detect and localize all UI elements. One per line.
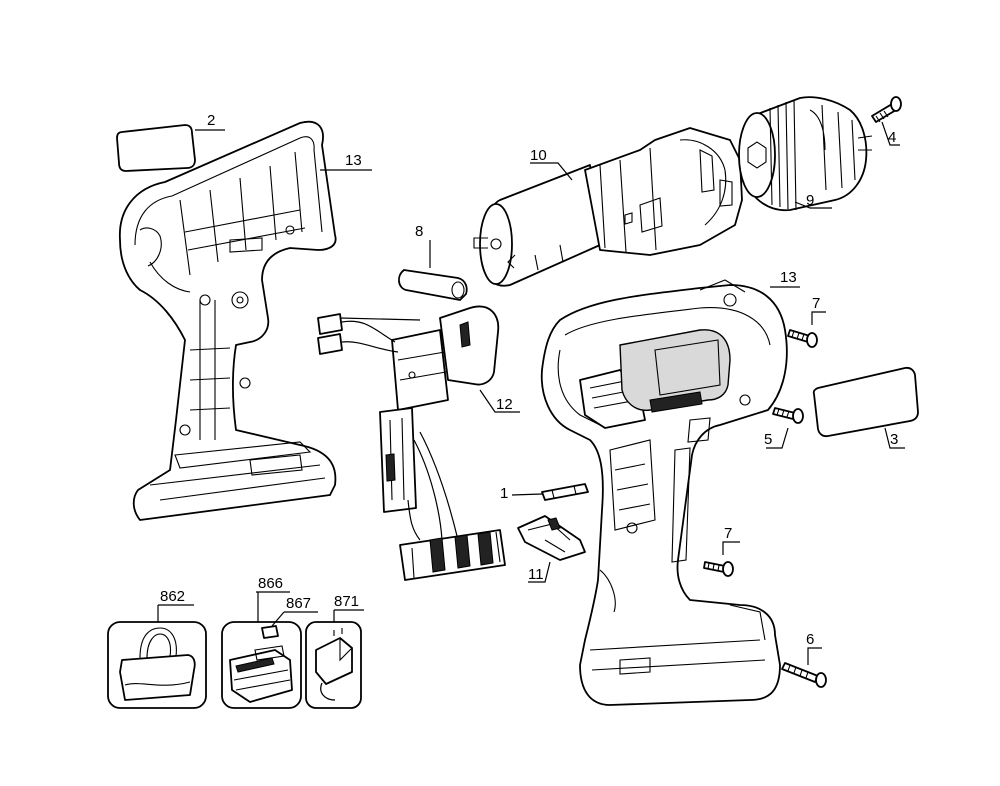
screw-7-bottom: [703, 561, 734, 577]
callout-7-bottom: 7: [724, 525, 732, 542]
callout-1: 1: [500, 485, 508, 502]
carry-bag-box: [107, 621, 207, 709]
callout-11: 11: [528, 566, 544, 583]
switch-assembly: [317, 305, 506, 581]
callout-13-left: 13: [345, 152, 362, 169]
callout-3: 3: [890, 431, 898, 448]
callout-labels: 2 13 10 4 9 8 13 7 12 3 5 1 7 11 6 862 8…: [160, 112, 898, 648]
callout-8: 8: [415, 223, 423, 240]
charger-box: [305, 621, 362, 709]
callout-2: 2: [207, 112, 215, 129]
leader-lines: [157, 121, 905, 665]
screwdriver-bit: [541, 483, 589, 501]
callout-866: 866: [258, 575, 283, 592]
callout-13-right: 13: [780, 269, 797, 286]
screw-7-top: [787, 329, 818, 348]
callout-10: 10: [530, 147, 547, 164]
callout-7-top: 7: [812, 295, 820, 312]
label-plate-left: [116, 124, 196, 172]
screw-5: [772, 407, 804, 424]
callout-4: 4: [888, 129, 896, 146]
chuck-screw: [871, 96, 902, 123]
screw-6: [781, 662, 827, 688]
callout-862: 862: [160, 588, 185, 605]
callout-867: 867: [286, 595, 311, 612]
callout-5: 5: [764, 431, 772, 448]
battery-pack-box: [221, 621, 302, 709]
motor-gearbox-assembly: [473, 127, 743, 287]
callout-871: 871: [334, 593, 359, 610]
callout-12: 12: [496, 396, 513, 413]
callout-9: 9: [806, 192, 814, 209]
forward-reverse-slider: [398, 269, 468, 301]
keyless-chuck: [738, 96, 873, 212]
callout-6: 6: [806, 631, 814, 648]
left-housing-half: [119, 120, 337, 521]
right-housing-assembled: [540, 279, 788, 706]
bit-holder: [517, 515, 586, 561]
label-plate-right: [812, 366, 919, 438]
